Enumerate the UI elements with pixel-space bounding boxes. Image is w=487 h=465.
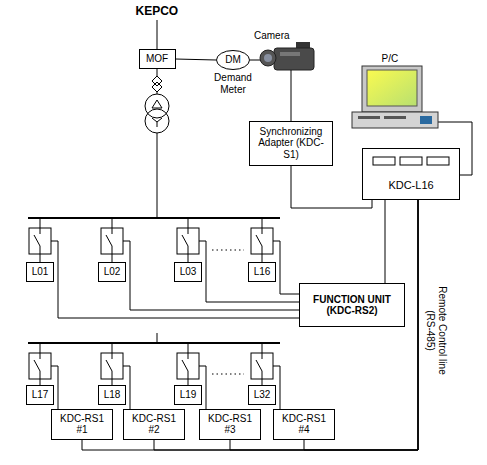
transformer-winding bbox=[145, 109, 169, 133]
control-wire bbox=[123, 241, 320, 310]
control-wire bbox=[51, 241, 320, 318]
adapter-box: Synchronizing Adapter (KDC-S1) bbox=[249, 121, 333, 166]
connector-wire bbox=[154, 200, 418, 450]
load-box: L01 bbox=[26, 262, 54, 282]
load-box: L17 bbox=[26, 385, 54, 405]
remote-unit-box: KDC-RS1 #3 bbox=[199, 409, 261, 440]
camera-wire bbox=[250, 60, 260, 61]
load-box: L16 bbox=[248, 262, 276, 282]
node-text: L02 bbox=[104, 266, 121, 278]
device-label: P/C bbox=[382, 53, 399, 65]
delta-symbol bbox=[152, 100, 162, 108]
node-text: Synchronizing Adapter (KDC-S1) bbox=[256, 126, 326, 161]
connector-wire bbox=[82, 200, 418, 450]
load-box: L03 bbox=[174, 262, 202, 282]
node-text: L03 bbox=[180, 266, 197, 278]
power-feed bbox=[28, 20, 280, 343]
disconnect-symbol bbox=[152, 76, 162, 86]
connector-wire bbox=[385, 200, 386, 283]
meter-box: MOF bbox=[139, 49, 176, 69]
node-text: DM bbox=[225, 54, 241, 66]
node-text: MOF bbox=[146, 53, 168, 65]
ellipsis-dots bbox=[212, 250, 244, 251]
node-caption: Demand Meter bbox=[208, 72, 258, 95]
load-box: L32 bbox=[248, 385, 276, 405]
feed-line bbox=[157, 333, 158, 343]
monitor-frame bbox=[362, 66, 422, 112]
node-text: KDC-RS1 #3 bbox=[205, 413, 255, 436]
node-text: L16 bbox=[254, 266, 271, 278]
remote-unit-box: KDC-RS1 #2 bbox=[123, 409, 185, 440]
bus-bar bbox=[28, 342, 280, 344]
node-text: KDC-L16 bbox=[388, 179, 433, 192]
slot-rect bbox=[400, 157, 422, 165]
node-text: L01 bbox=[32, 266, 49, 278]
controller-box: KDC-L16 bbox=[362, 148, 460, 200]
node-text: L32 bbox=[254, 389, 271, 401]
transformer-winding bbox=[145, 94, 169, 118]
ellipse-shape bbox=[217, 51, 250, 70]
slot-panel bbox=[363, 149, 459, 169]
upper-control-wires bbox=[51, 241, 320, 318]
computer-case bbox=[352, 112, 438, 128]
load-box: L19 bbox=[174, 385, 202, 405]
node-text: KDC-RS1 #1 bbox=[57, 413, 107, 436]
node-text: L19 bbox=[180, 389, 197, 401]
connector-wire bbox=[291, 166, 372, 209]
disconnect-symbol bbox=[152, 82, 162, 92]
drive-slot bbox=[358, 116, 380, 119]
remote-unit-box: KDC-RS1 #4 bbox=[273, 409, 335, 440]
camera-wire bbox=[291, 70, 292, 128]
line-label: Remote Control line (RS-485) bbox=[425, 280, 448, 380]
camera-lens bbox=[260, 50, 276, 66]
demand-meter-circle: DMDemand Meter bbox=[216, 50, 250, 70]
computer-icon bbox=[352, 66, 438, 128]
drive-slot bbox=[384, 116, 406, 119]
wye-symbol bbox=[152, 118, 162, 127]
monitor-screen bbox=[367, 70, 417, 106]
device-label: Camera bbox=[254, 30, 290, 42]
load-box: L18 bbox=[98, 385, 126, 405]
bus-bar bbox=[28, 217, 280, 219]
remote-unit-box: KDC-RS1 #1 bbox=[51, 409, 113, 440]
camera-body bbox=[274, 48, 314, 70]
ellipsis-dots bbox=[212, 374, 244, 375]
upper-switches bbox=[29, 218, 273, 270]
slot-rect bbox=[427, 157, 449, 165]
load-box: L02 bbox=[98, 262, 126, 282]
camera-icon bbox=[260, 42, 314, 70]
node-text: KDC-RS1 #2 bbox=[129, 413, 179, 436]
lower-switches bbox=[29, 343, 273, 392]
node-text: L17 bbox=[32, 389, 49, 401]
utility-name: KEPCO bbox=[136, 5, 179, 19]
node-text: KDC-RS1 #4 bbox=[279, 413, 329, 436]
function-unit-box: FUNCTION UNIT (KDC-RS2) bbox=[299, 283, 405, 327]
camera-lens-glass bbox=[264, 54, 272, 62]
slot-rect bbox=[373, 157, 395, 165]
node-text: FUNCTION UNIT (KDC-RS2) bbox=[306, 294, 398, 317]
camera-detail bbox=[280, 52, 300, 56]
signal-wires bbox=[250, 60, 472, 175]
node-text: L18 bbox=[104, 389, 121, 401]
connector-wire bbox=[176, 59, 217, 60]
feed-line bbox=[157, 133, 158, 218]
power-button bbox=[420, 116, 432, 124]
